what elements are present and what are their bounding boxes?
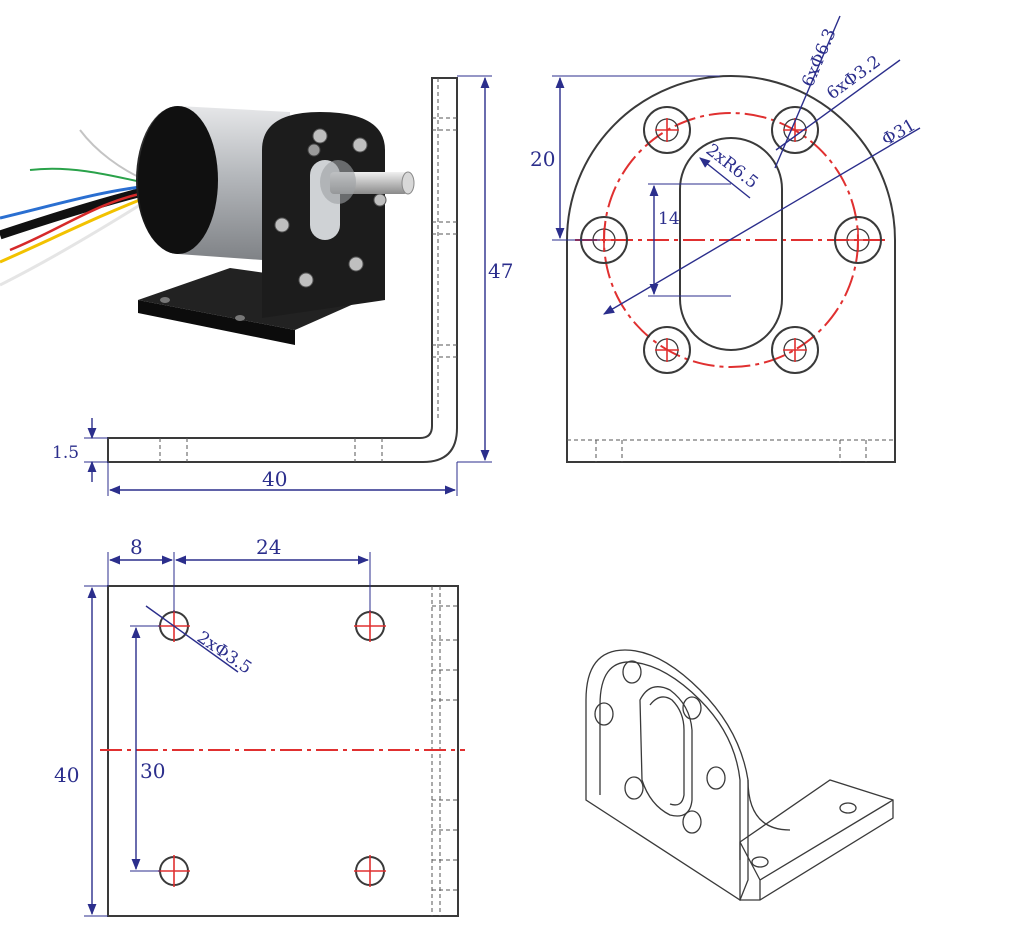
dim-pcd: Φ31	[879, 115, 920, 150]
dim-base-width: 40	[54, 763, 79, 787]
dim-side-thickness: 1.5	[52, 443, 79, 463]
side-view: 47 40 1.5	[52, 75, 513, 496]
dim-base-hole: 2xΦ3.5	[193, 628, 255, 679]
dim-hole-spacing-x: 24	[256, 535, 281, 559]
dim-side-height: 47	[488, 259, 513, 283]
motor-base-front	[138, 300, 295, 345]
top-view-hidden-holes	[432, 605, 458, 891]
screw-icon	[298, 272, 314, 288]
screw-icon	[352, 137, 368, 153]
screw-icon	[274, 217, 290, 233]
top-holes	[158, 610, 386, 887]
motor-photo	[0, 106, 415, 345]
front-holes	[580, 106, 882, 374]
dim-side-length: 40	[262, 467, 287, 491]
dim-slot-length: 14	[658, 209, 680, 229]
dim-center-height: 20	[530, 147, 555, 171]
front-view: 20 14 2xR6.5 6xΦ6.3 6xΦ3.2 Φ31	[530, 15, 921, 463]
dim-hole-spacing-y: 30	[140, 759, 165, 783]
front-plate-outline	[566, 75, 896, 463]
motor-wires	[0, 129, 152, 287]
screw-icon	[312, 128, 328, 144]
isometric-view	[585, 649, 894, 901]
screw-icon	[348, 256, 364, 272]
top-view: 8 24 2xΦ3.5 30 40	[54, 535, 465, 917]
center-slot	[679, 137, 783, 351]
dim-hole-offset: 8	[130, 535, 143, 559]
